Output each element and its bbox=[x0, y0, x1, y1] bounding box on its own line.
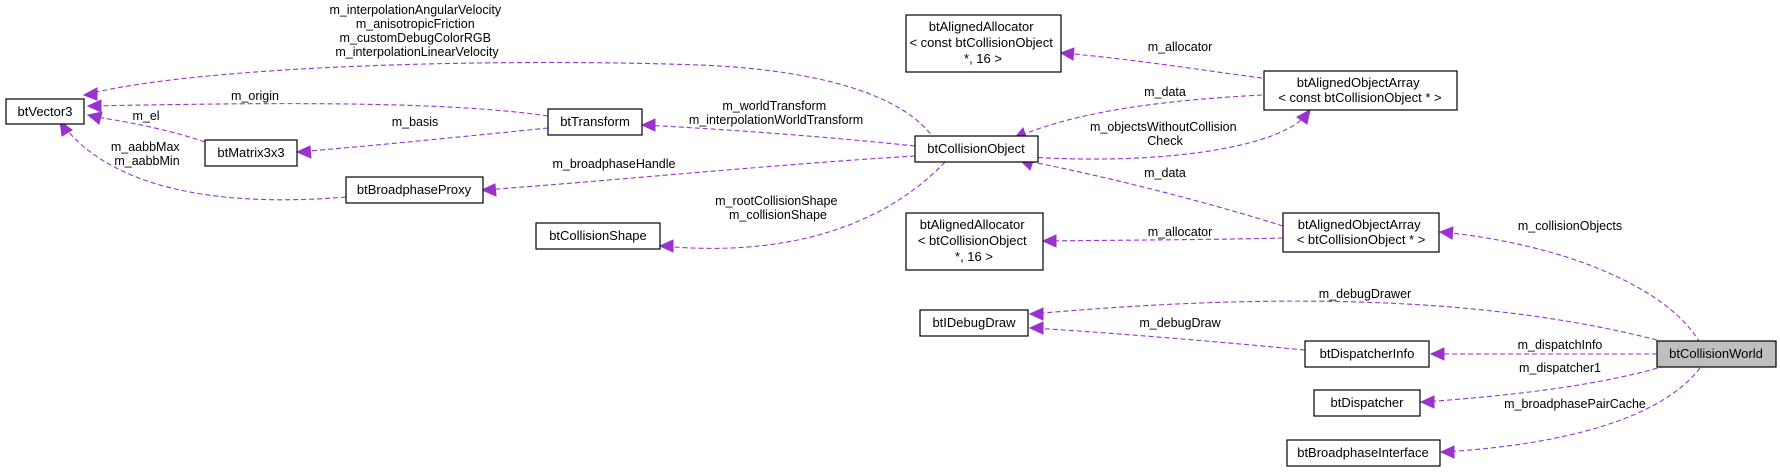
edge-world-dispatcher bbox=[1419, 365, 1666, 409]
edge-label-dispinfo-debugdraw: m_debugDraw bbox=[1139, 316, 1221, 330]
edge-label-world-debugdraw: m_debugDrawer bbox=[1319, 287, 1411, 301]
class-node-btbroadphaseinterface[interactable]: btBroadphaseInterface bbox=[1286, 439, 1441, 467]
svg-text:btIDebugDraw: btIDebugDraw bbox=[932, 315, 1016, 330]
edge-label-co-proxy: m_broadphaseHandle bbox=[552, 157, 675, 171]
edge-world-array bbox=[1438, 226, 1701, 344]
svg-text:btBroadphaseInterface: btBroadphaseInterface bbox=[1297, 445, 1429, 460]
edge-label-co-vector: m_interpolationAngularVelocity m_anisotr… bbox=[329, 3, 504, 59]
svg-text:btVector3: btVector3 bbox=[18, 104, 73, 119]
edge-label-co-transform: m_worldTransform m_interpolationWorldTra… bbox=[689, 99, 863, 127]
class-node-btvector3[interactable]: btVector3 bbox=[5, 98, 85, 125]
edge-co-proxy bbox=[480, 155, 916, 197]
edge-matrix-vector bbox=[86, 111, 206, 143]
class-node-btmatrix3x3[interactable]: btMatrix3x3 bbox=[204, 139, 298, 167]
svg-text:btAlignedObjectArray < b: btAlignedObjectArray < btCollisionObject… bbox=[1297, 217, 1426, 247]
class-node-bttransform[interactable]: btTransform bbox=[547, 108, 643, 136]
edge-world-dispinfo bbox=[1429, 347, 1658, 361]
edge-world-bpinterface bbox=[1439, 367, 1701, 459]
edge-array-alloc bbox=[1041, 234, 1284, 248]
edge-label-array-alloc: m_allocator bbox=[1148, 225, 1213, 239]
edge-co-vector bbox=[82, 61, 936, 141]
class-node-btcollisionobject[interactable]: btCollisionObject bbox=[914, 135, 1039, 163]
edge-label-world-array: m_collisionObjects bbox=[1518, 219, 1622, 233]
svg-text:btAlignedAllocator < con: btAlignedAllocator < const btCollisionOb… bbox=[909, 19, 1056, 66]
edge-label-co-arrayconst: m_objectsWithoutCollision Check bbox=[1090, 120, 1240, 148]
edge-label-co-shape: m_rootCollisionShape m_collisionShape bbox=[715, 194, 841, 222]
edge-dispinfo-debugdraw bbox=[1028, 321, 1306, 351]
svg-text:btCollisionObject: btCollisionObject bbox=[927, 141, 1025, 156]
class-node-btbroadphaseproxy[interactable]: btBroadphaseProxy bbox=[345, 176, 484, 204]
edge-world-debugdraw bbox=[1028, 300, 1658, 341]
class-node-btcollisionshape[interactable]: btCollisionShape bbox=[535, 222, 661, 250]
edge-label-arrayconst-allocconst: m_allocator bbox=[1148, 40, 1213, 54]
svg-text:btTransform: btTransform bbox=[560, 114, 630, 129]
edge-label-proxy-vector: m_aabbMax m_aabbMin bbox=[111, 140, 183, 168]
svg-text:btAlignedAllocator < btC: btAlignedAllocator < btCollisionObject *… bbox=[918, 217, 1030, 264]
edge-transform-vector bbox=[86, 99, 549, 117]
class-node-btalignedallocator[interactable]: btAlignedAllocator < btCollisionObject *… bbox=[905, 212, 1044, 271]
edge-matrix-transform bbox=[295, 127, 549, 159]
edge-proxy-vector bbox=[59, 119, 347, 201]
edge-label-arrayconst-co-data: m_data bbox=[1144, 85, 1186, 99]
edge-label-transform-vector: m_origin bbox=[231, 89, 279, 103]
edge-label-matrix-transform: m_basis bbox=[392, 115, 439, 129]
edge-label-matrix-vector: m_el bbox=[132, 109, 159, 123]
svg-text:btMatrix3x3: btMatrix3x3 bbox=[217, 145, 284, 160]
class-node-btidebugdraw[interactable]: btIDebugDraw bbox=[919, 309, 1029, 337]
svg-text:btCollisionWorld: btCollisionWorld bbox=[1669, 346, 1763, 361]
class-node-btalignedobjectarray[interactable]: btAlignedObjectArray < btCollisionObject… bbox=[1282, 212, 1440, 253]
edge-label-array-co-data: m_data bbox=[1144, 166, 1186, 180]
edge-co-shape bbox=[658, 161, 946, 253]
edge-co-transform bbox=[640, 118, 916, 147]
svg-text:btCollisionShape: btCollisionShape bbox=[549, 228, 647, 243]
svg-text:btBroadphaseProxy: btBroadphaseProxy bbox=[357, 182, 472, 197]
svg-text:btAlignedObjectArray < c: btAlignedObjectArray < const btCollision… bbox=[1278, 75, 1441, 105]
class-node-btcollisionworld[interactable]: btCollisionWorld bbox=[1656, 340, 1777, 368]
svg-text:btDispatcher: btDispatcher bbox=[1331, 395, 1405, 410]
edge-arrayconst-allocconst bbox=[1059, 47, 1263, 79]
edge-label-world-dispinfo: m_dispatchInfo bbox=[1518, 338, 1603, 352]
edge-co-arrayconst bbox=[1029, 109, 1311, 160]
class-node-btdispatcher[interactable]: btDispatcher bbox=[1313, 389, 1421, 417]
class-node-btalignedobjectarray-const[interactable]: btAlignedObjectArray < const btCollision… bbox=[1263, 70, 1458, 111]
edge-label-world-dispatcher: m_dispatcher1 bbox=[1519, 361, 1601, 375]
edge-label-world-bpinterface: m_broadphasePairCache bbox=[1504, 397, 1646, 411]
svg-text:btDispatcherInfo: btDispatcherInfo bbox=[1320, 346, 1415, 361]
class-node-btalignedallocator-const[interactable]: btAlignedAllocator < const btCollisionOb… bbox=[905, 14, 1062, 73]
class-node-btdispatcherinfo[interactable]: btDispatcherInfo bbox=[1304, 340, 1430, 368]
